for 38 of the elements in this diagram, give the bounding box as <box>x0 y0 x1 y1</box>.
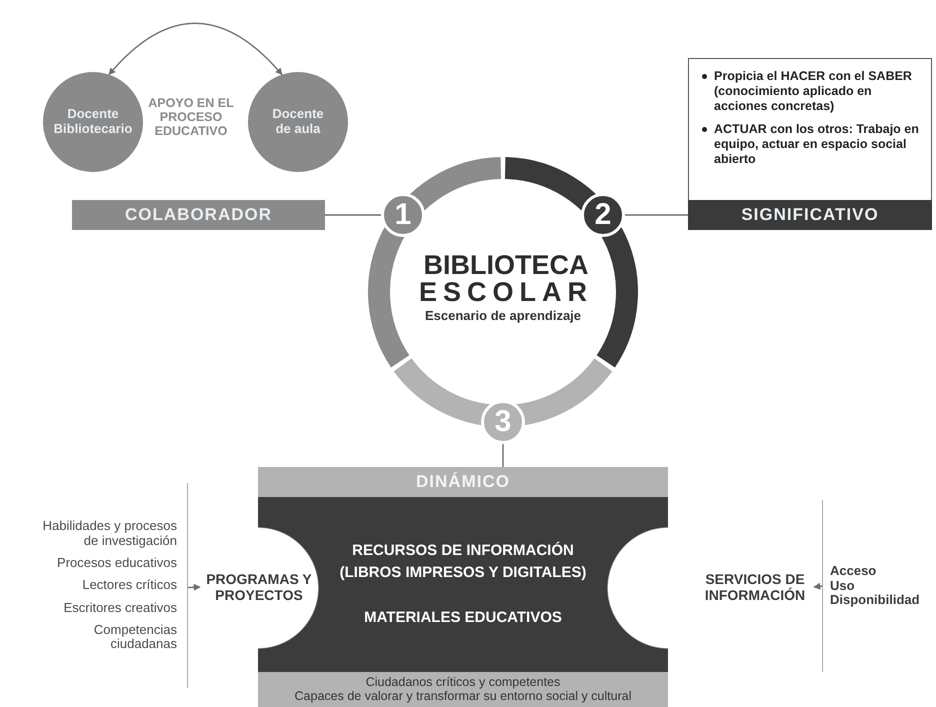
bullet-point: Propicia el HACER con el SABER (conocimiento aplicado en acciones concretas) <box>701 69 921 114</box>
footer-band <box>258 672 668 707</box>
list-item: Acceso <box>830 564 878 579</box>
caption-text: APOYO EN EL PROCESO EDUCATIVO <box>148 96 234 138</box>
band-title: DINÁMICO <box>416 472 510 492</box>
arrow <box>813 582 822 590</box>
connector-line <box>625 214 688 216</box>
connector-line <box>325 214 381 216</box>
list-item: Disponibilidad <box>830 593 921 608</box>
footer-text: Capaces de valorar y transformar su entorno social y cultural <box>294 690 632 704</box>
step-number: 1 <box>394 200 412 230</box>
bar-title: SIGNIFICATIVO <box>741 205 879 225</box>
side-heading: PROGRAMAS Y PROYECTOS <box>205 570 313 604</box>
step-number: 2 <box>594 200 612 230</box>
note-box <box>688 58 932 200</box>
title-bar <box>72 200 325 230</box>
circle-label: Docente Bibliotecario <box>52 107 134 137</box>
list-item: Procesos educativos <box>57 556 177 570</box>
list-item: Lectores críticos <box>82 578 177 593</box>
center-title: BIBLIOTECA ESCOLAR <box>418 252 594 306</box>
heading-band <box>258 467 668 497</box>
panel-text: RECURSOS DE INFORMACIÓN (LIBROS IMPRESOS Y DIGITALES) <box>338 540 588 583</box>
list-item: Escritores creativos <box>64 600 177 615</box>
footer-text: Ciudadanos críticos y competentes <box>366 676 560 690</box>
title-bar <box>688 200 932 230</box>
circle-label: Docente de aula <box>271 107 325 137</box>
bullet-point: ACTUAR con los otros: Trabajo en equipo, actuar en espacio social abierto <box>701 122 921 167</box>
arrow <box>108 22 283 76</box>
bar-title: COLABORADOR <box>125 205 272 225</box>
list-item: Uso <box>830 578 856 594</box>
list-item: Habilidades y procesos de investigación <box>42 519 177 548</box>
panel-text: MATERIALES EDUCATIVOS <box>363 608 563 628</box>
side-heading: SERVICIOS DE INFORMACIÓN <box>704 570 806 604</box>
center-subtitle: Escenario de aprendizaje <box>424 308 582 322</box>
step-number: 3 <box>494 407 512 437</box>
list-item: Competencias ciudadanas <box>92 622 177 652</box>
connector-line <box>502 444 504 467</box>
arrow <box>188 584 201 591</box>
